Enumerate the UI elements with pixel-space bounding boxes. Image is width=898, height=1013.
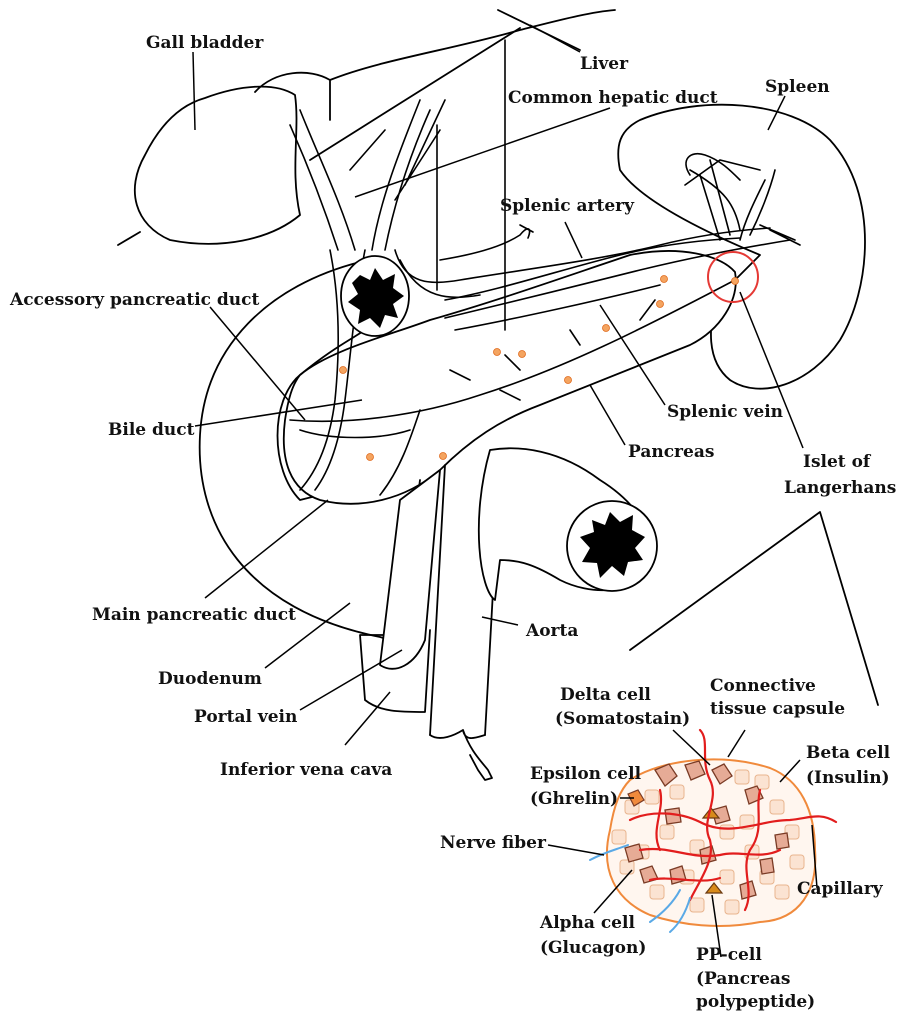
- label-alpha-cell-1: Alpha cell: [539, 913, 635, 933]
- label-islet-of-langerhans-2: Langerhans: [784, 478, 896, 498]
- label-epsilon-cell-2: (Ghrelin): [530, 789, 618, 809]
- label-alpha-cell-2: (Glucagon): [540, 938, 646, 958]
- label-islet-of-langerhans-1: Islet of: [803, 452, 872, 472]
- label-liver: Liver: [580, 54, 629, 74]
- label-bile-duct: Bile duct: [108, 420, 195, 440]
- label-delta-cell-2: (Somatostain): [555, 709, 690, 729]
- label-common-hepatic-duct: Common hepatic duct: [508, 88, 718, 108]
- label-inferior-vena-cava: Inferior vena cava: [220, 760, 392, 780]
- label-capillary: Capillary: [797, 879, 884, 899]
- label-portal-vein: Portal vein: [194, 707, 297, 727]
- label-duodenum: Duodenum: [158, 669, 262, 689]
- label-pp-cell-2: (Pancreas: [696, 969, 790, 989]
- label-gall-bladder: Gall bladder: [146, 33, 264, 53]
- label-connective-tissue-2: tissue capsule: [710, 699, 845, 719]
- label-nerve-fiber: Nerve fiber: [440, 833, 547, 853]
- label-beta-cell-1: Beta cell: [806, 743, 891, 763]
- label-pp-cell-1: PP-cell: [696, 945, 762, 965]
- label-epsilon-cell-1: Epsilon cell: [530, 764, 642, 784]
- label-splenic-vein: Splenic vein: [667, 402, 783, 422]
- label-splenic-artery: Splenic artery: [500, 196, 635, 216]
- label-pancreas: Pancreas: [628, 442, 714, 462]
- label-beta-cell-2: (Insulin): [806, 768, 890, 788]
- label-pp-cell-3: polypeptide): [696, 992, 815, 1012]
- label-connective-tissue-1: Connective: [710, 676, 816, 696]
- label-accessory-pancreatic-duct: Accessory pancreatic duct: [9, 290, 260, 310]
- gall-bladder: [135, 87, 300, 244]
- label-aorta: Aorta: [525, 621, 578, 641]
- label-spleen: Spleen: [765, 77, 830, 97]
- label-main-pancreatic-duct: Main pancreatic duct: [92, 605, 296, 625]
- label-delta-cell-1: Delta cell: [560, 685, 651, 705]
